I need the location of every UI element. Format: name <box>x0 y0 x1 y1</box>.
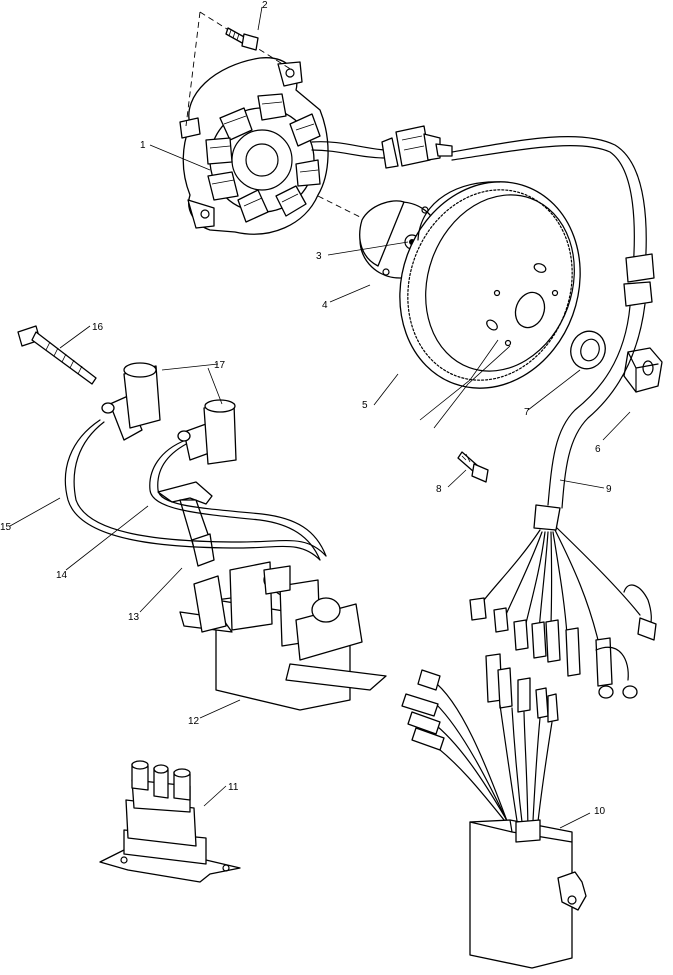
callout-5: 5 <box>362 400 368 411</box>
callout-15: 15 <box>0 522 12 533</box>
callout-7: 7 <box>524 407 530 418</box>
callout-6: 6 <box>595 444 601 455</box>
callout-16: 16 <box>92 322 104 333</box>
mount-line-left <box>185 11 201 127</box>
stator-assembly <box>179 57 399 235</box>
callout-numbers: 2 1 3 4 5 7 6 8 9 10 11 12 13 14 15 16 1… <box>0 0 612 817</box>
callout-17: 17 <box>214 360 226 371</box>
mount-line-hub <box>317 195 371 223</box>
leader-lines <box>9 6 631 829</box>
spark-plug-leads <box>64 419 327 561</box>
callout-4: 4 <box>322 300 328 311</box>
screw-part-2 <box>225 27 259 51</box>
callout-13: 13 <box>128 612 140 623</box>
bolt-part-8 <box>457 451 489 483</box>
callout-1: 1 <box>140 140 146 151</box>
nut-part-6 <box>623 347 663 393</box>
solenoid-part-11 <box>99 760 241 883</box>
spark-plug-part-16 <box>17 325 97 385</box>
callout-8: 8 <box>436 484 442 495</box>
callout-12: 12 <box>188 716 200 727</box>
callout-11: 11 <box>228 782 239 793</box>
cdi-box-part-10 <box>469 819 587 969</box>
spark-plug-caps-part-17 <box>101 362 237 465</box>
callout-2: 2 <box>262 0 268 11</box>
callout-9: 9 <box>606 484 612 495</box>
callout-14: 14 <box>56 570 68 581</box>
wiring-harness-part-9 <box>401 135 657 841</box>
seal-part-7 <box>570 330 606 370</box>
callout-3: 3 <box>316 251 322 262</box>
flywheel-part-5 <box>399 181 581 389</box>
callout-10: 10 <box>594 806 606 817</box>
ignition-coil-part-12 <box>179 561 387 711</box>
stator-connector <box>395 125 453 167</box>
bracket-part-13 <box>157 481 215 567</box>
